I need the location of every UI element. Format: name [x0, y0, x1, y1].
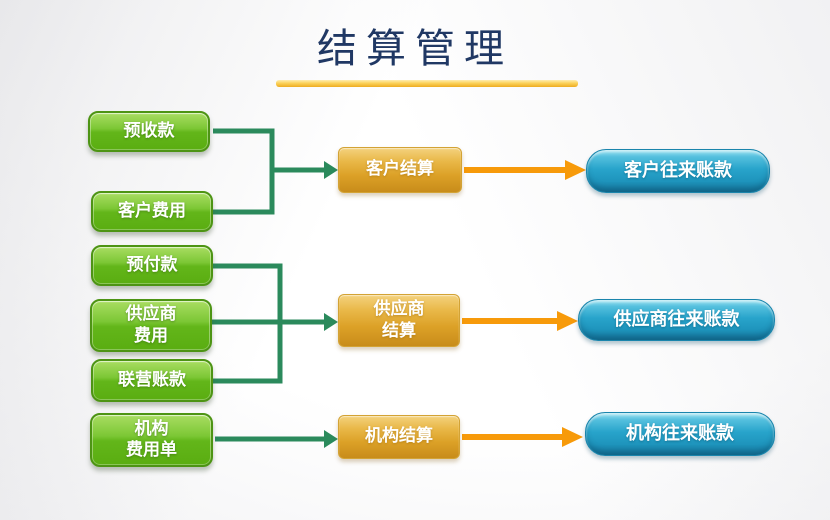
row1-orange-arrowhead-icon: [565, 160, 586, 180]
source-supplier-fees: 供应商 费用: [90, 299, 212, 352]
row2-orange-arrowhead-icon: [557, 311, 578, 331]
row3-orange-arrowhead-icon: [562, 427, 583, 447]
result-customer-current-accounts: 客户往来账款: [586, 149, 770, 193]
process-org-settlement: 机构结算: [338, 415, 460, 459]
source-joint-operation-accounts: 联营账款: [91, 359, 213, 402]
row1-bracket-connector: [213, 128, 275, 215]
page-title: 结算管理: [317, 26, 513, 72]
process-customer-settlement: 客户结算: [338, 147, 462, 193]
row2-green-arrowhead-icon: [324, 313, 338, 331]
source-customer-fees: 客户费用: [91, 191, 213, 232]
title-underline: [276, 80, 578, 87]
source-advance-receipts: 预收款: [88, 111, 210, 152]
result-org-current-accounts: 机构往来账款: [585, 412, 775, 456]
result-supplier-current-accounts: 供应商往来账款: [578, 299, 775, 341]
row3-green-arrowhead-icon: [324, 430, 338, 448]
row1-green-arrowhead-icon: [324, 161, 338, 179]
source-advance-payments: 预付款: [91, 245, 213, 286]
source-org-expense-form: 机构 费用单: [90, 413, 213, 467]
row2-bracket-connector: [213, 263, 283, 384]
process-supplier-settlement: 供应商 结算: [338, 294, 460, 347]
